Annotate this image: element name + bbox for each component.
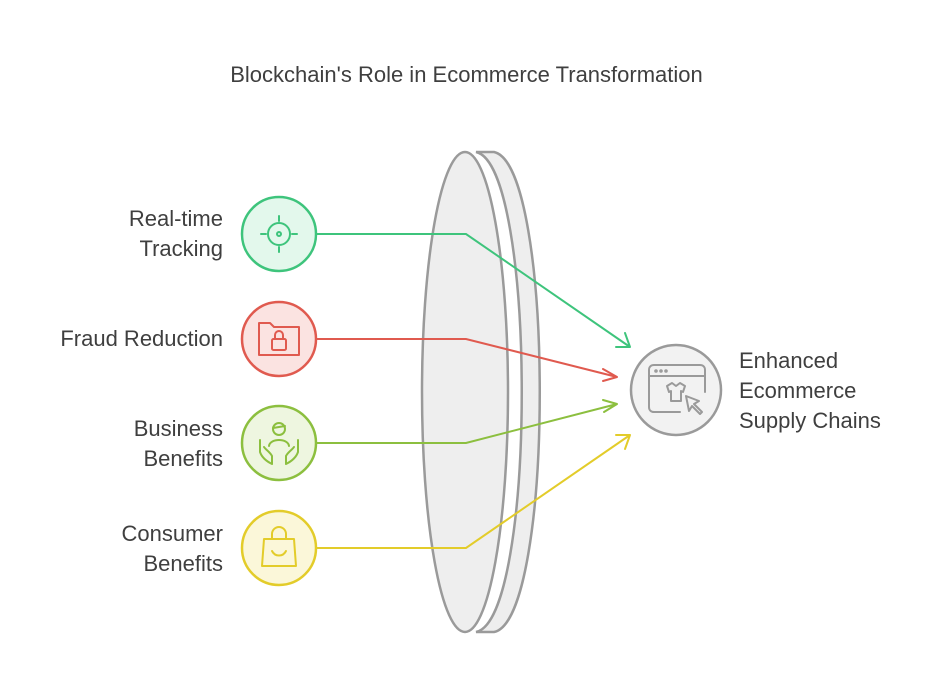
diagram-title: Blockchain's Role in Ecommerce Transform… bbox=[230, 62, 703, 87]
output-node bbox=[629, 343, 723, 437]
label-business-line-1: Business bbox=[133, 416, 223, 441]
hands-person-icon bbox=[259, 422, 299, 465]
connector-business bbox=[317, 403, 618, 444]
label-tracking-line-1: Real-time bbox=[128, 206, 223, 231]
label-output-line-1: Enhanced bbox=[739, 348, 839, 373]
label-output-line-3: Supply Chains bbox=[739, 408, 881, 433]
label-output: Enhanced Ecommerce Supply Chains bbox=[739, 346, 929, 436]
label-tracking: Real-time Tracking bbox=[23, 204, 223, 264]
lens bbox=[420, 150, 541, 634]
label-consumer-line-2: Benefits bbox=[143, 551, 224, 576]
label-consumer-line-1: Consumer bbox=[121, 521, 223, 546]
browser-shirt-cursor-icon bbox=[648, 364, 706, 415]
input-node-fraud bbox=[240, 300, 318, 378]
label-output-line-2: Ecommerce bbox=[739, 378, 857, 403]
input-node-consumer bbox=[240, 509, 318, 587]
shopping-bag-icon bbox=[261, 526, 297, 567]
label-tracking-line-2: Tracking bbox=[139, 236, 223, 261]
locked-folder-icon bbox=[258, 322, 300, 356]
arrowhead-business bbox=[602, 399, 618, 413]
arrowhead-tracking bbox=[615, 332, 631, 348]
crosshair-icon bbox=[260, 215, 298, 253]
lens-back bbox=[475, 150, 541, 634]
lens-front bbox=[420, 150, 510, 634]
connector-consumer bbox=[317, 434, 631, 549]
label-consumer: Consumer Benefits bbox=[23, 519, 223, 579]
input-node-business bbox=[240, 404, 318, 482]
connector-tracking bbox=[317, 233, 631, 348]
arrowhead-fraud bbox=[602, 368, 618, 382]
label-fraud: Fraud Reduction bbox=[23, 324, 223, 354]
label-business-line-2: Benefits bbox=[143, 446, 224, 471]
arrowhead-consumer bbox=[615, 434, 631, 450]
input-node-tracking bbox=[240, 195, 318, 273]
connector-fraud bbox=[317, 338, 618, 378]
label-business: Business Benefits bbox=[23, 414, 223, 474]
label-fraud-line-1: Fraud Reduction bbox=[60, 326, 223, 351]
